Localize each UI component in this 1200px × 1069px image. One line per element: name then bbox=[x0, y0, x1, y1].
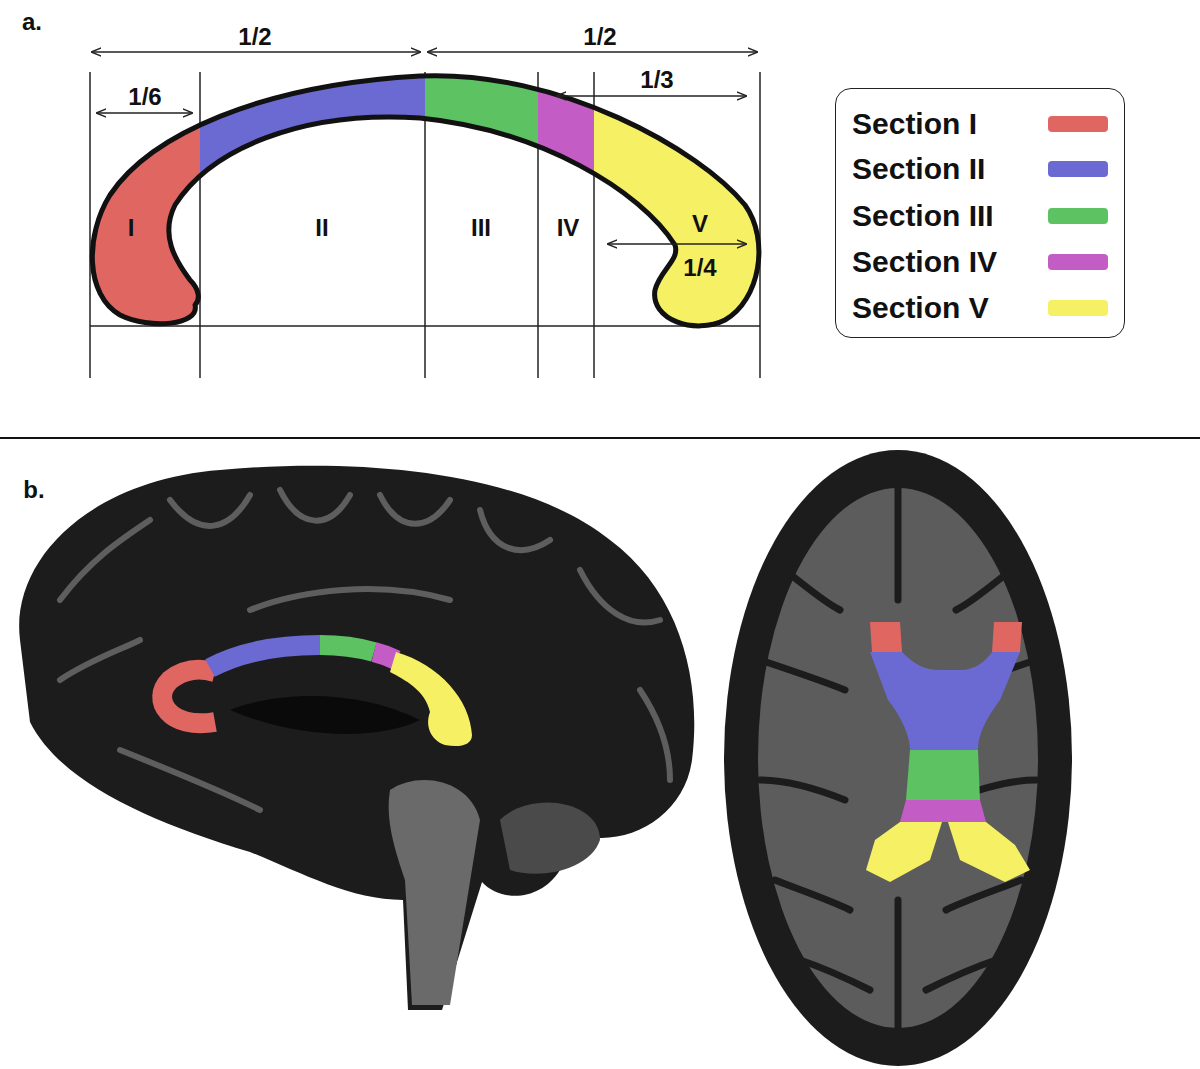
legend-text: Section V bbox=[852, 293, 989, 323]
legend-swatch bbox=[1048, 161, 1108, 177]
dimension-arrows bbox=[92, 52, 757, 244]
legend-text: Section II bbox=[852, 154, 985, 184]
legend-swatch bbox=[1048, 300, 1108, 316]
corpus-callosum bbox=[60, 50, 794, 350]
dimension-label: 1/2 bbox=[238, 25, 271, 49]
dimension-label: 1/2 bbox=[583, 25, 616, 49]
legend-box: Section I Section II Section III Section IV… bbox=[835, 88, 1125, 338]
callosum-outline bbox=[92, 76, 759, 326]
panel-divider bbox=[0, 437, 1200, 439]
legend-text: Section IV bbox=[852, 247, 997, 277]
legend-text: Section I bbox=[852, 109, 977, 139]
section-numeral: III bbox=[471, 216, 491, 240]
panel-letter: a. bbox=[22, 10, 42, 34]
legend-swatch bbox=[1048, 116, 1108, 132]
axial-brain bbox=[724, 450, 1072, 1066]
dimension-label: 1/4 bbox=[683, 256, 716, 280]
section-numeral: IV bbox=[557, 216, 580, 240]
legend-swatch bbox=[1048, 208, 1108, 224]
dimension-label: 1/6 bbox=[128, 85, 161, 109]
legend-text: Section III bbox=[852, 201, 994, 231]
legend-swatch bbox=[1048, 254, 1108, 270]
section-numeral: I bbox=[128, 216, 135, 240]
dimension-label: 1/3 bbox=[640, 68, 673, 92]
guide-lines bbox=[90, 72, 760, 378]
section-numeral: V bbox=[692, 212, 708, 236]
section-numeral: II bbox=[315, 216, 328, 240]
panel-letter: b. bbox=[23, 478, 44, 502]
sagittal-brain bbox=[19, 466, 694, 1010]
